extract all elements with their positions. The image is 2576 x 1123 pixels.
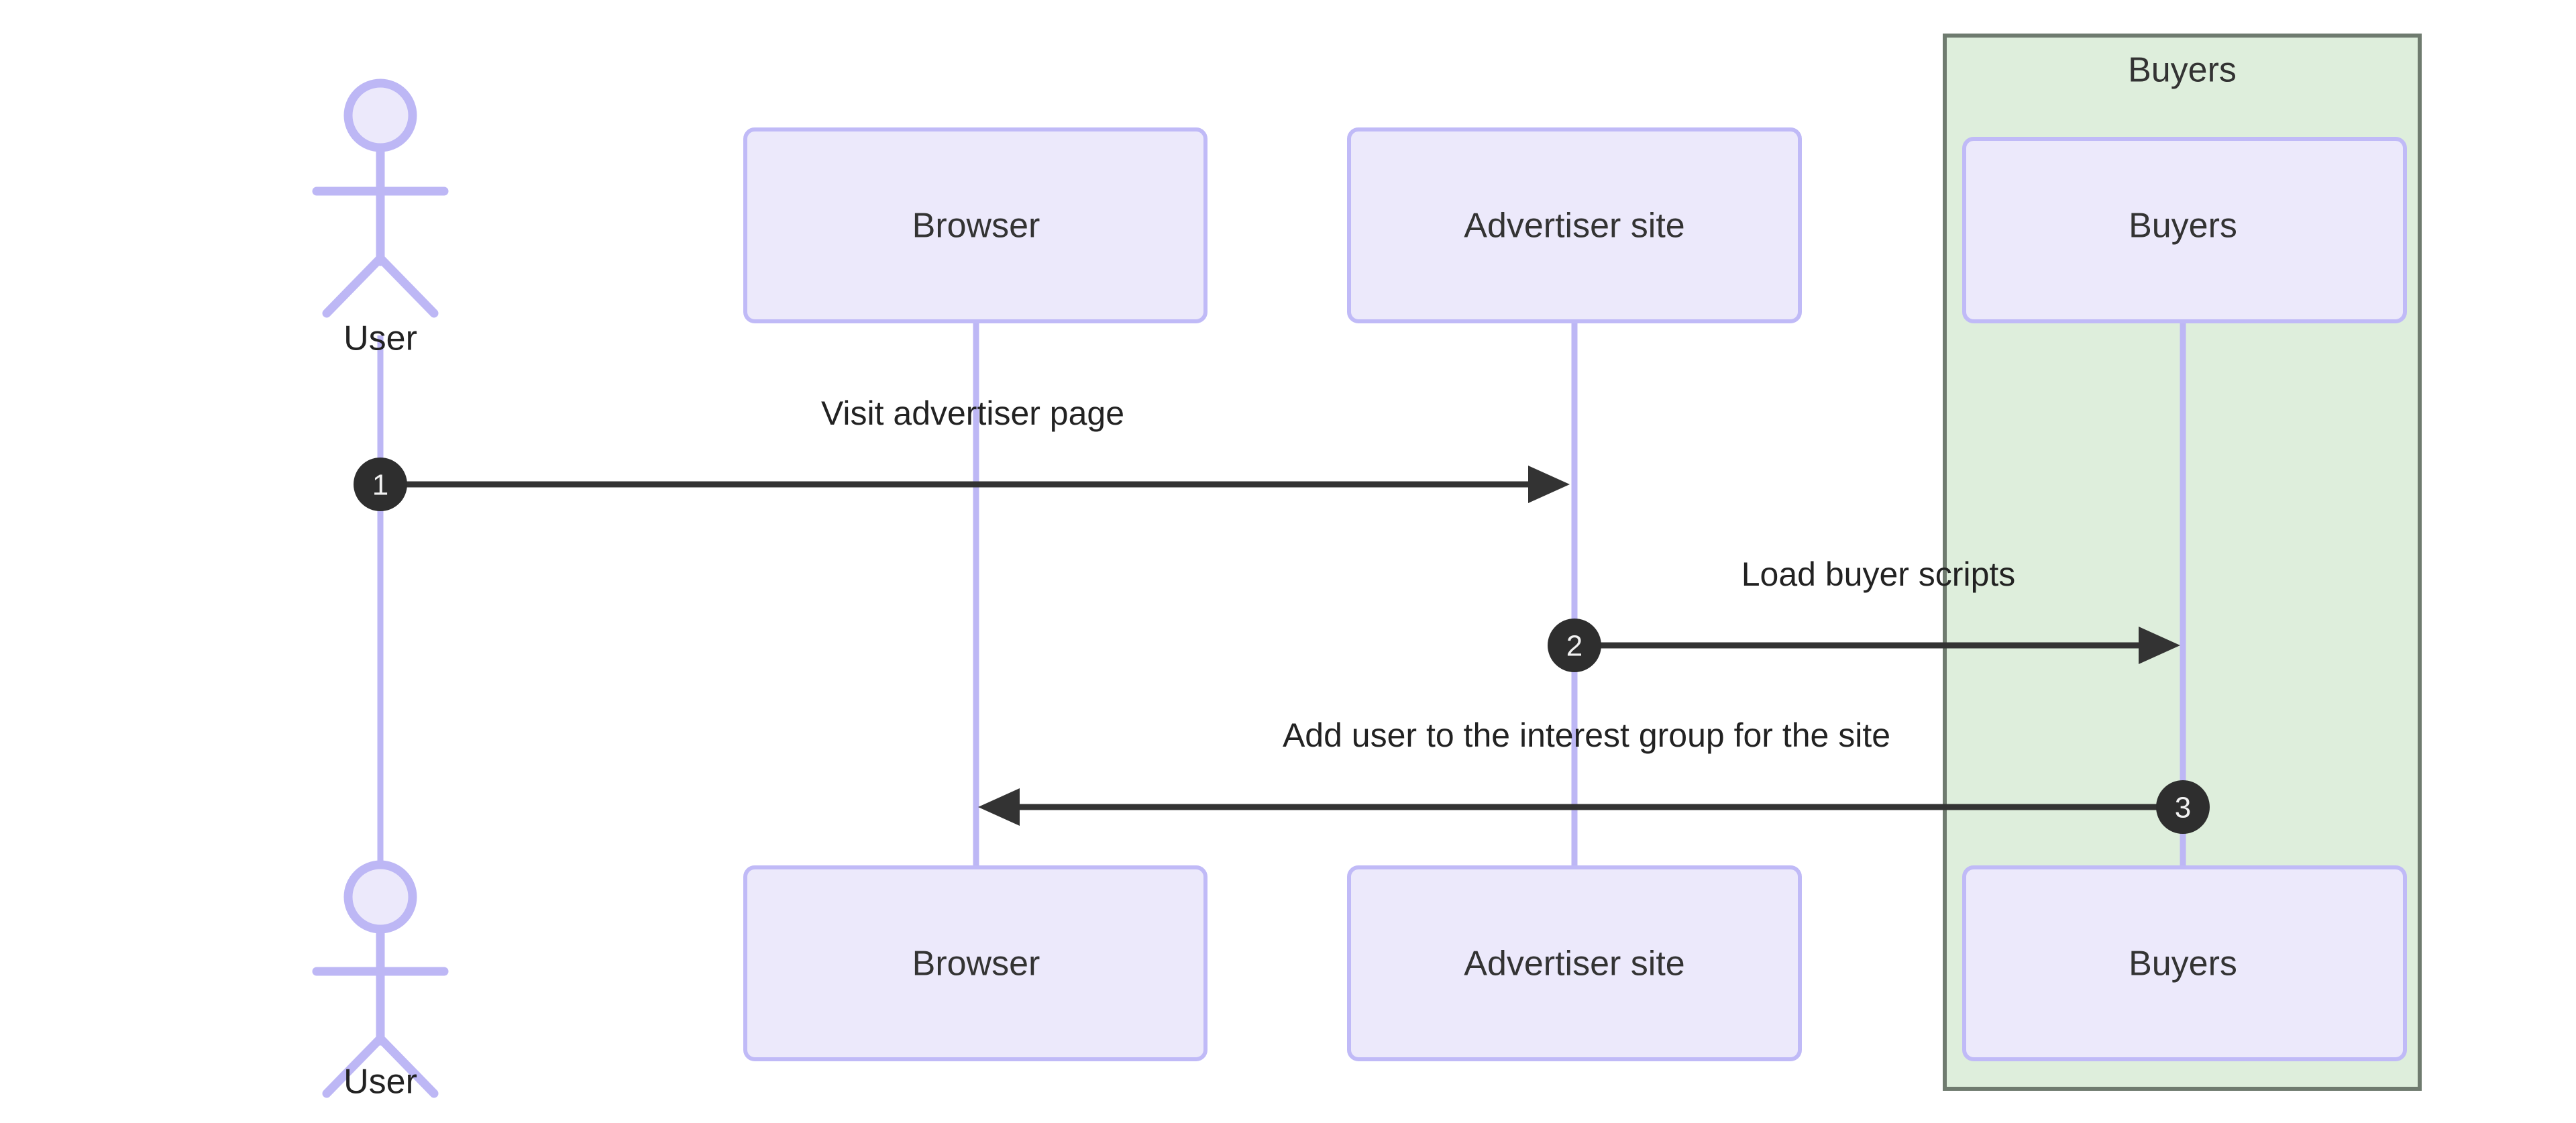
participant-browser-bottom[interactable]: Browser	[743, 865, 1208, 1061]
participant-buyers-bottom-label: Buyers	[2129, 945, 2237, 983]
message-3-label: Add user to the interest group for the s…	[1283, 716, 1890, 754]
message-3[interactable]: Add user to the interest group for the s…	[978, 716, 2210, 834]
message-2-badge	[1548, 619, 1601, 672]
actor-user-bottom-left-leg-icon	[322, 1034, 385, 1098]
actor-user-bottom-head-icon	[343, 860, 417, 934]
actor-user-top-head-icon	[343, 78, 417, 152]
message-2-badge-number: 2	[1566, 630, 1582, 663]
participant-buyers-top-rect	[1962, 137, 2407, 323]
message-3-badge	[2156, 780, 2210, 834]
participant-buyers-bottom[interactable]: Buyers	[1962, 865, 2407, 1061]
group-buyers-title: Buyers	[2128, 51, 2237, 90]
message-1-label: Visit advertiser page	[821, 394, 1124, 432]
participant-browser-top-label: Browser	[912, 207, 1040, 246]
participant-advertiser-bottom-label: Advertiser site	[1464, 945, 1684, 983]
participant-browser-bottom-label: Browser	[912, 945, 1040, 983]
participant-advertiser-bottom[interactable]: Advertiser site	[1347, 865, 1802, 1061]
message-2-label: Load buyer scripts	[1741, 555, 2016, 593]
message-3-badge-number: 3	[2175, 792, 2191, 824]
participant-buyers-bottom-rect	[1962, 865, 2407, 1061]
actor-user-bottom[interactable]: User	[312, 860, 449, 1102]
message-1-arrowhead-icon	[1528, 466, 1570, 503]
participant-browser-bottom-rect	[743, 865, 1208, 1061]
participant-advertiser-top[interactable]: Advertiser site	[1347, 127, 1802, 323]
participant-advertiser-top-label: Advertiser site	[1464, 207, 1684, 246]
actor-user-top-right-leg-icon	[376, 254, 439, 318]
actor-user-top-label: User	[343, 319, 417, 358]
participant-advertiser-top-rect	[1347, 127, 1802, 323]
participant-buyers-top-label: Buyers	[2129, 207, 2237, 246]
message-2[interactable]: Load buyer scripts 2	[1548, 555, 2180, 672]
message-2-arrowhead-icon	[2139, 627, 2180, 664]
message-1-badge-number: 1	[372, 469, 388, 502]
participant-buyers-top[interactable]: Buyers	[1962, 137, 2407, 323]
participant-browser-top[interactable]: Browser	[743, 127, 1208, 323]
participant-advertiser-bottom-rect	[1347, 865, 1802, 1061]
message-1-badge	[354, 458, 407, 511]
actor-user-bottom-right-leg-icon	[376, 1034, 439, 1098]
actor-user-top[interactable]: User	[312, 78, 449, 358]
message-1[interactable]: Visit advertiser page 1	[354, 394, 1570, 511]
message-3-arrowhead-icon	[978, 788, 1020, 826]
participant-browser-top-rect	[743, 127, 1208, 323]
actor-user-top-left-leg-icon	[322, 254, 385, 318]
actor-user-bottom-label: User	[343, 1063, 417, 1102]
